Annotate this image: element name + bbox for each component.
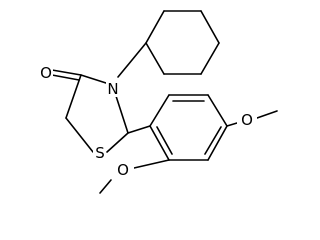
dimethoxyphenyl-ring xyxy=(149,94,228,161)
methoxy-bonds xyxy=(99,110,278,194)
atom-o-methoxy-bottom: O xyxy=(113,161,134,179)
atom-label-o: O xyxy=(241,111,253,129)
atom-n: N xyxy=(106,80,120,98)
molecule-structure: O N S O O xyxy=(40,10,278,194)
atom-label-s: S xyxy=(95,144,105,162)
atom-o-carbonyl: O xyxy=(40,64,53,82)
n-cyclohexyl-bond xyxy=(117,42,147,78)
thiazolidinone-ring xyxy=(65,74,129,153)
c2-aryl-bond xyxy=(127,125,151,134)
carbonyl-bond xyxy=(51,69,82,81)
cyclohexyl-ring xyxy=(145,10,220,75)
atom-label-o: O xyxy=(40,64,52,82)
atom-s: S xyxy=(93,144,106,162)
atom-o-methoxy-top: O xyxy=(237,111,257,129)
atom-label-o: O xyxy=(117,161,129,179)
atom-label-n: N xyxy=(107,80,118,98)
